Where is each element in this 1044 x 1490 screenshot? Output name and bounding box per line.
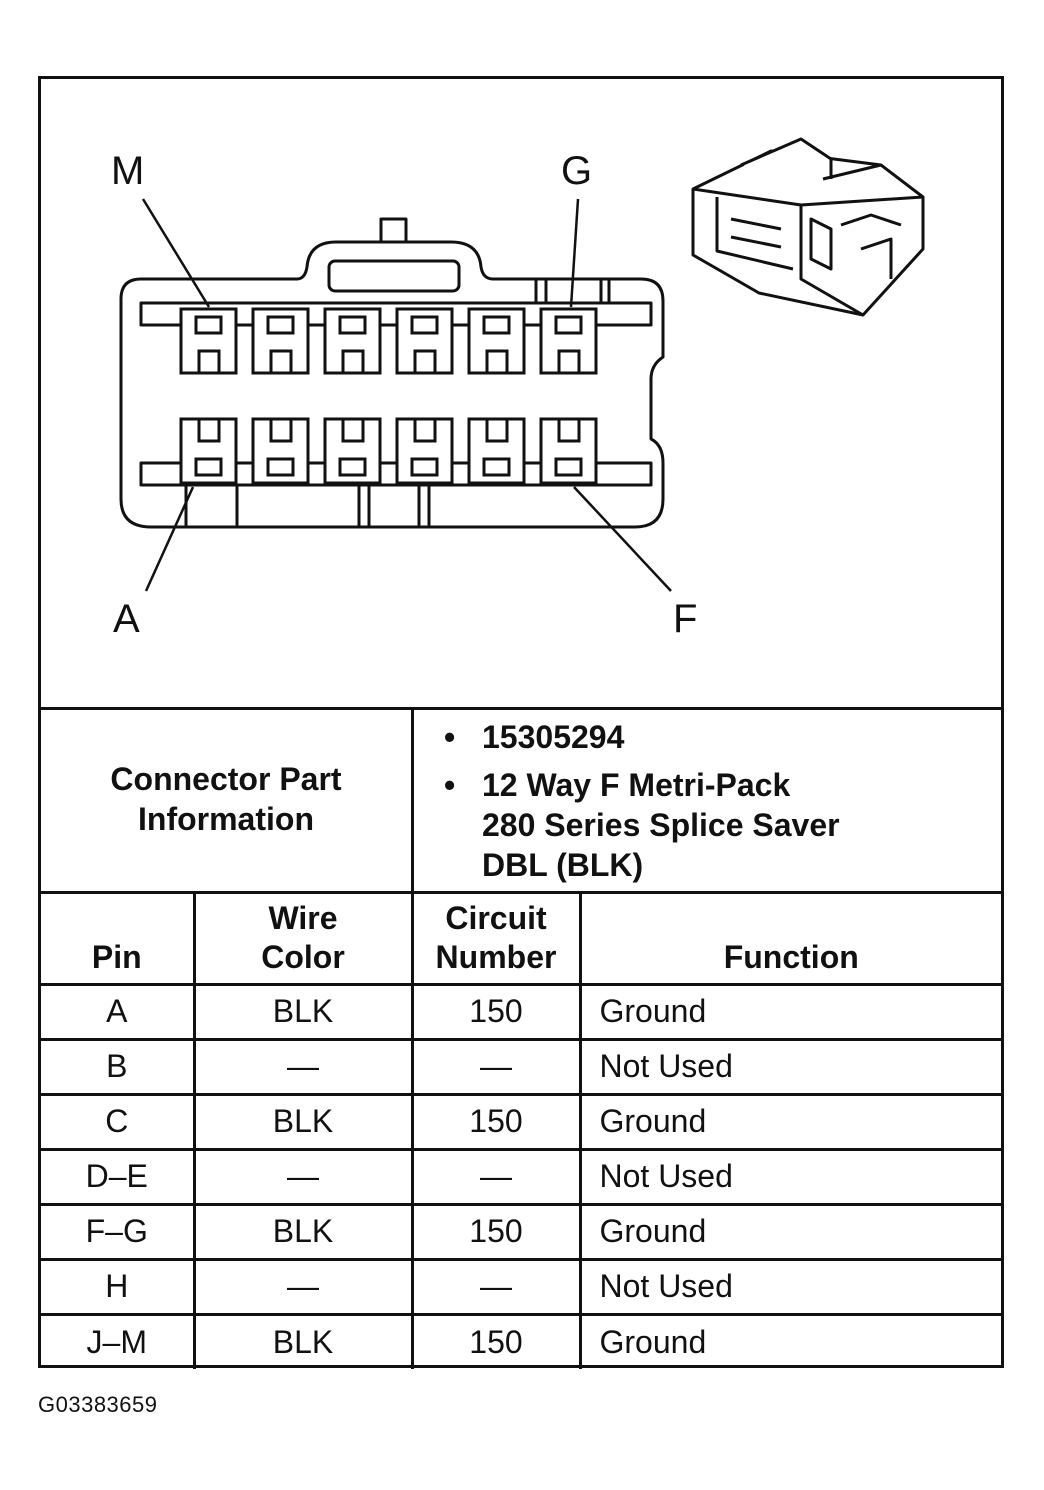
terminal-cavity [323,417,382,485]
bullet-icon: • [444,767,456,803]
terminal-cavity-m [179,307,238,375]
cell-wire-color: — [192,1037,414,1096]
terminal-cavity [467,307,526,375]
terminal-cavity [395,307,454,375]
connector-housing-outline [119,240,665,529]
cell-function: Not Used [578,1147,1001,1206]
terminal-cavity [395,417,454,485]
terminal-cavity [251,307,310,375]
cell-function: Ground [578,1312,1001,1369]
pin-label-g: G [561,149,593,193]
info-label-line: Information [138,801,314,837]
leader-line-f [573,486,672,592]
header-line: Circuit [445,899,547,936]
pin-label-m: M [111,149,145,193]
cell-pin: J–M [41,1312,196,1369]
table-row: C BLK 150 Ground [41,1092,1001,1151]
part-number-item: • 15305294 [444,717,624,757]
cell-pin: A [41,982,196,1041]
part-number: 15305294 [482,719,625,755]
pin-function-table: Pin Wire Color Circuit Number Function A… [41,891,1001,1369]
cell-circuit: — [410,1037,582,1096]
header-pin: Pin [41,891,196,986]
cell-wire-color: BLK [192,1202,414,1261]
cell-circuit: 150 [410,1312,582,1369]
connector-description-line: DBL (BLK) [482,847,644,883]
header-function: Function [578,891,1001,986]
connector-part-info-label: Connector Part Information [41,707,414,891]
connector-diagram-panel: M G A F [41,79,1001,710]
leader-line-a [144,486,195,592]
cell-wire-color: — [192,1147,414,1206]
bullet-icon: • [444,719,456,755]
header-circuit-number: Circuit Number [410,891,582,986]
connector-3d-sketch [691,137,925,317]
connector-face-drawing [119,137,925,592]
cell-circuit: 150 [410,982,582,1041]
latch-tab [379,217,408,242]
table-row: B — — Not Used [41,1037,1001,1096]
cell-wire-color: BLK [192,982,414,1041]
table-row: F–G BLK 150 Ground [41,1202,1001,1261]
header-wire-color: Wire Color [192,891,414,986]
terminal-cavity-f [539,417,598,485]
figure-code: G03383659 [38,1392,158,1417]
table-header-row: Pin Wire Color Circuit Number Function [41,891,1001,986]
cell-function: Ground [578,982,1001,1041]
cell-function: Not Used [578,1037,1001,1096]
header-line: Wire [268,899,338,936]
terminal-cavity [467,417,526,485]
table-row: H — — Not Used [41,1257,1001,1316]
cell-pin: D–E [41,1147,196,1206]
cell-wire-color: BLK [192,1092,414,1151]
cell-circuit: 150 [410,1202,582,1261]
pin-label-a: A [113,597,140,641]
connector-description-item: • 12 Way F Metri-Pack 280 Series Splice … [444,765,840,885]
cell-pin: F–G [41,1202,196,1261]
cell-wire-color: BLK [192,1312,414,1369]
table-row: J–M BLK 150 Ground [41,1312,1001,1369]
leader-line-m [141,198,211,308]
cell-function: Ground [578,1202,1001,1261]
connector-part-info-values: • 15305294 • 12 Way F Metri-Pack 280 Ser… [414,707,1001,891]
terminal-row-bottom [179,417,598,485]
latch-window [327,259,461,293]
terminal-cavity-g [539,307,598,375]
terminal-cavity [251,417,310,485]
terminal-cavity-a [179,417,238,485]
cell-circuit: — [410,1147,582,1206]
cell-pin: H [41,1257,196,1316]
pin-label-f: F [673,597,698,641]
connector-description-line: 12 Way F Metri-Pack [482,767,791,803]
connector-chart-frame: M G A F Connector Part Information • 153… [38,76,1004,1369]
header-line: Color [261,938,345,975]
cell-wire-color: — [192,1257,414,1316]
cell-pin: C [41,1092,196,1151]
terminal-row-top [179,307,598,375]
info-label-line: Connector Part [110,761,342,797]
table-row: A BLK 150 Ground [41,982,1001,1041]
header-line: Number [435,938,557,975]
leader-line-g [569,198,580,308]
terminal-cavity [323,307,382,375]
cell-pin: B [41,1037,196,1096]
connector-description-line: 280 Series Splice Saver [482,807,840,843]
cell-function: Not Used [578,1257,1001,1316]
connector-part-info-row: Connector Part Information • 15305294 • … [41,707,1001,894]
cell-circuit: 150 [410,1092,582,1151]
cell-circuit: — [410,1257,582,1316]
table-row: D–E — — Not Used [41,1147,1001,1206]
cell-function: Ground [578,1092,1001,1151]
